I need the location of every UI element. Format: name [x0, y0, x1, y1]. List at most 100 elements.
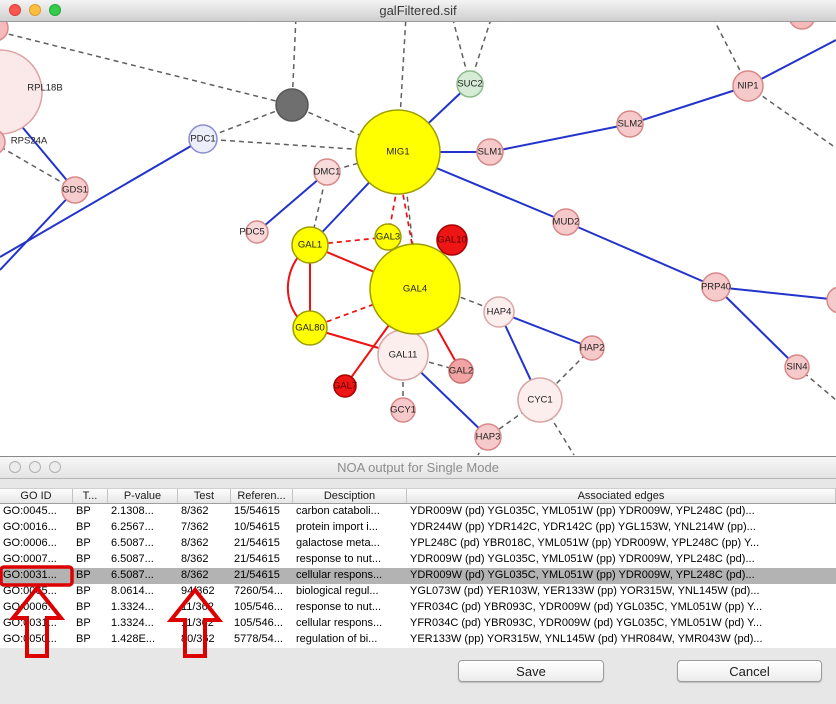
- table-cell: 1.428E...: [111, 633, 156, 645]
- column-header[interactable]: Referen...: [231, 489, 293, 503]
- table-cell: 8/362: [181, 569, 209, 581]
- network-node-pdc5[interactable]: PDC5: [239, 220, 269, 244]
- table-cell: YFR034C (pd) YBR093C, YDR009W (pd) YGL03…: [410, 617, 763, 629]
- network-node-unlabeled[interactable]: [275, 88, 309, 122]
- table-cell: 1.3324...: [111, 617, 154, 629]
- network-node-slm2[interactable]: SLM2: [616, 110, 644, 138]
- network-node-gal80[interactable]: GAL80: [292, 310, 328, 346]
- table-cell: GO:0006...: [3, 537, 57, 549]
- network-node-rps24a[interactable]: RPS24A: [0, 129, 48, 155]
- table-cell: 5778/54...: [234, 633, 283, 645]
- table-cell: GO:0006...: [3, 601, 57, 613]
- network-node-gal3[interactable]: GAL3: [374, 223, 402, 251]
- table-cell: 105/546...: [234, 617, 283, 629]
- column-header[interactable]: Associated edges: [407, 489, 836, 503]
- network-node-rpl18b[interactable]: RPL18B: [0, 49, 63, 135]
- network-edge[interactable]: [256, 171, 328, 233]
- table-cell: 6.5087...: [111, 537, 154, 549]
- network-node-hap2[interactable]: HAP2: [579, 335, 605, 361]
- network-node-dmc1[interactable]: DMC1: [313, 158, 341, 186]
- node-label: RPL18B: [27, 83, 62, 94]
- network-node-gcy1[interactable]: GCY1: [390, 397, 416, 423]
- table-cell: 7/362: [181, 521, 209, 533]
- minimize-button[interactable]: [29, 4, 41, 16]
- network-edge[interactable]: [565, 221, 717, 288]
- network-node-gds1[interactable]: GDS1: [61, 176, 89, 204]
- network-edge[interactable]: [291, 104, 399, 153]
- network-node-hap4[interactable]: HAP4: [483, 296, 515, 328]
- network-node-unlabeled[interactable]: [0, 22, 9, 41]
- network-node-gal4[interactable]: GAL4: [369, 243, 461, 335]
- network-edge[interactable]: [498, 311, 593, 349]
- network-edge[interactable]: [629, 85, 749, 125]
- column-header[interactable]: Test: [178, 489, 231, 503]
- network-node-gal7[interactable]: GAL7: [333, 374, 357, 398]
- network-edge[interactable]: [0, 31, 293, 106]
- network-node-mig1[interactable]: MIG1: [355, 109, 441, 195]
- close-button[interactable]: [9, 4, 21, 16]
- node-label: GAL3: [376, 232, 400, 243]
- table-cell: GO:0050...: [3, 633, 57, 645]
- network-edge[interactable]: [0, 142, 76, 191]
- close-button[interactable]: [9, 461, 21, 473]
- network-node-slm1[interactable]: SLM1: [476, 138, 504, 166]
- network-node-gal2[interactable]: GAL2: [448, 358, 474, 384]
- table-cell: BP: [76, 569, 91, 581]
- network-edge[interactable]: [387, 193, 397, 238]
- save-button[interactable]: Save: [458, 660, 604, 682]
- network-edge[interactable]: [0, 138, 204, 258]
- column-header[interactable]: T...: [73, 489, 108, 503]
- node-label: GDS1: [62, 185, 88, 196]
- network-node-sin4[interactable]: SIN4: [784, 354, 810, 380]
- column-header[interactable]: P-value: [108, 489, 178, 503]
- network-edge[interactable]: [286, 250, 304, 323]
- zoom-button[interactable]: [49, 4, 61, 16]
- network-edge[interactable]: [202, 104, 293, 140]
- network-node-suc2[interactable]: SUC2: [456, 70, 484, 98]
- table-cell: BP: [76, 521, 91, 533]
- column-header[interactable]: GO ID: [0, 489, 73, 503]
- table-cell: regulation of bi...: [296, 633, 378, 645]
- network-node-nip1[interactable]: NIP1: [732, 70, 764, 102]
- network-edge[interactable]: [715, 286, 798, 368]
- network-edge[interactable]: [291, 22, 297, 106]
- node-label: GAL10: [437, 235, 467, 246]
- network-edge[interactable]: [747, 39, 836, 87]
- network-node-mud2[interactable]: MUD2: [552, 208, 580, 236]
- network-node-gal10[interactable]: GAL10: [436, 224, 468, 256]
- network-node-gal11[interactable]: GAL11: [377, 329, 429, 381]
- table-cell: 21/54615: [234, 569, 280, 581]
- cancel-button[interactable]: Cancel: [677, 660, 822, 682]
- zoom-button[interactable]: [49, 461, 61, 473]
- noa-window-titlebar[interactable]: NOA output for Single Mode: [0, 457, 836, 479]
- network-edge[interactable]: [747, 85, 836, 149]
- network-window-titlebar[interactable]: galFiltered.sif: [0, 0, 836, 22]
- network-node-prp40[interactable]: PRP40: [701, 272, 731, 302]
- minimize-button[interactable]: [29, 461, 41, 473]
- network-node-pdc1[interactable]: PDC1: [188, 124, 218, 154]
- node-label: MUD2: [553, 217, 580, 228]
- network-node-hap3[interactable]: HAP3: [474, 423, 502, 451]
- network-node-gal1[interactable]: GAL1: [291, 226, 329, 264]
- network-node-cyc1[interactable]: CYC1: [517, 377, 563, 423]
- network-node-unlabeled[interactable]: [789, 22, 815, 30]
- network-edge[interactable]: [0, 189, 76, 271]
- traffic-lights: [9, 4, 61, 16]
- node-label: GAL7: [333, 381, 357, 392]
- network-node-unlabeled[interactable]: [826, 286, 836, 314]
- network-edge[interactable]: [489, 123, 631, 153]
- column-header[interactable]: Desciption: [293, 489, 407, 503]
- table-cell: YDR009W (pd) YGL035C, YML051W (pp) YDR00…: [410, 569, 755, 581]
- network-edge[interactable]: [715, 286, 836, 301]
